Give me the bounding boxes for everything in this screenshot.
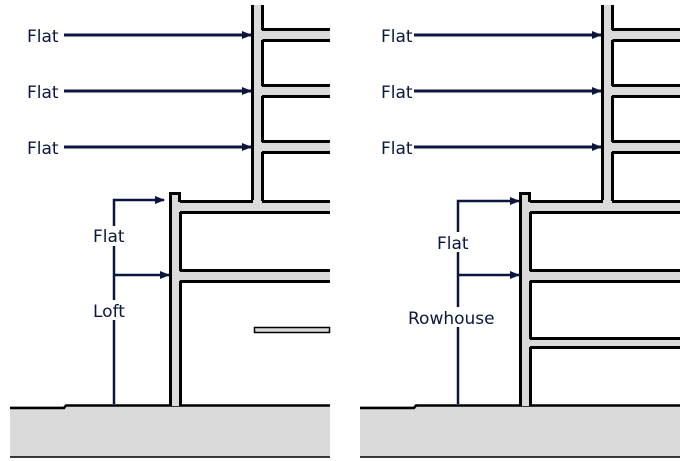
label-podium-upper: Flat [93,227,125,247]
label-podium-lower: Loft [93,302,125,322]
ground [10,406,330,457]
tower-slab [612,140,680,154]
tower-slab [262,84,330,98]
ground [360,406,680,457]
podium-mid-slab [180,269,330,283]
podium-mid-slab [530,269,680,283]
podium-wall [170,193,180,406]
label-tower-3: Flat [381,139,413,159]
podium-roof-slab [520,200,680,214]
panel-right: Flat Flat Flat Flat Rowhouse [360,5,680,458]
label-tower-1: Flat [27,27,59,47]
podium-wall [520,193,530,406]
label-tower-2: Flat [27,83,59,103]
tower-slab [262,140,330,154]
rowhouse-floor-slab [530,337,680,349]
podium-wall-outline [519,192,531,406]
podium-roof-slab [170,200,330,214]
label-podium-upper: Flat [437,234,469,254]
tower-slab [612,28,680,42]
ground-surface-line [360,404,680,410]
loft-slab [253,326,331,334]
tower-wall [252,5,263,205]
podium-dimension-line [112,196,165,404]
podium-dimension-line [456,197,520,404]
ground-surface-line [10,404,330,410]
tower-slab [262,28,330,42]
label-tower-1: Flat [381,27,413,47]
label-podium-lower: Rowhouse [408,309,495,329]
label-tower-2: Flat [381,83,413,103]
podium-wall-outline [169,192,181,406]
tower-wall [602,5,613,205]
tower-slab [612,84,680,98]
label-tower-3: Flat [27,139,59,159]
panel-left: Flat Flat Flat Flat Loft [10,5,331,458]
